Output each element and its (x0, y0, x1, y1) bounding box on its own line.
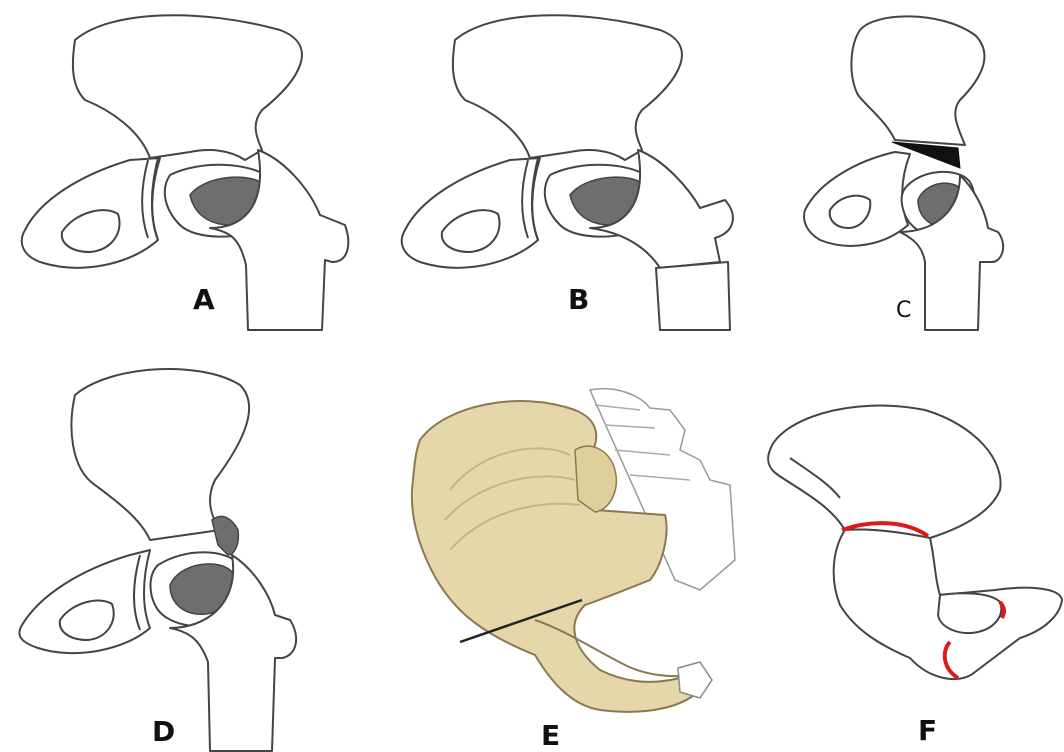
hip-diagram-d (0, 350, 360, 751)
panel-e: E (400, 380, 740, 751)
hip-diagram-a (0, 0, 360, 330)
label-c: C (896, 300, 911, 322)
label-b: B (568, 286, 589, 314)
label-a: A (193, 286, 215, 314)
label-f: F (918, 717, 937, 745)
hip-diagram-c (800, 0, 1064, 340)
pelvis-illustration-e (400, 380, 740, 751)
panel-f: F (760, 380, 1064, 751)
label-d: D (152, 718, 175, 746)
panel-d: D (0, 350, 360, 751)
panel-a: A (0, 0, 360, 330)
label-e: E (541, 722, 560, 750)
hip-diagram-b (360, 0, 740, 330)
panel-b: B (360, 0, 740, 330)
pelvis-fracture-diagram-f (760, 380, 1064, 751)
panel-c: C (800, 0, 1064, 340)
